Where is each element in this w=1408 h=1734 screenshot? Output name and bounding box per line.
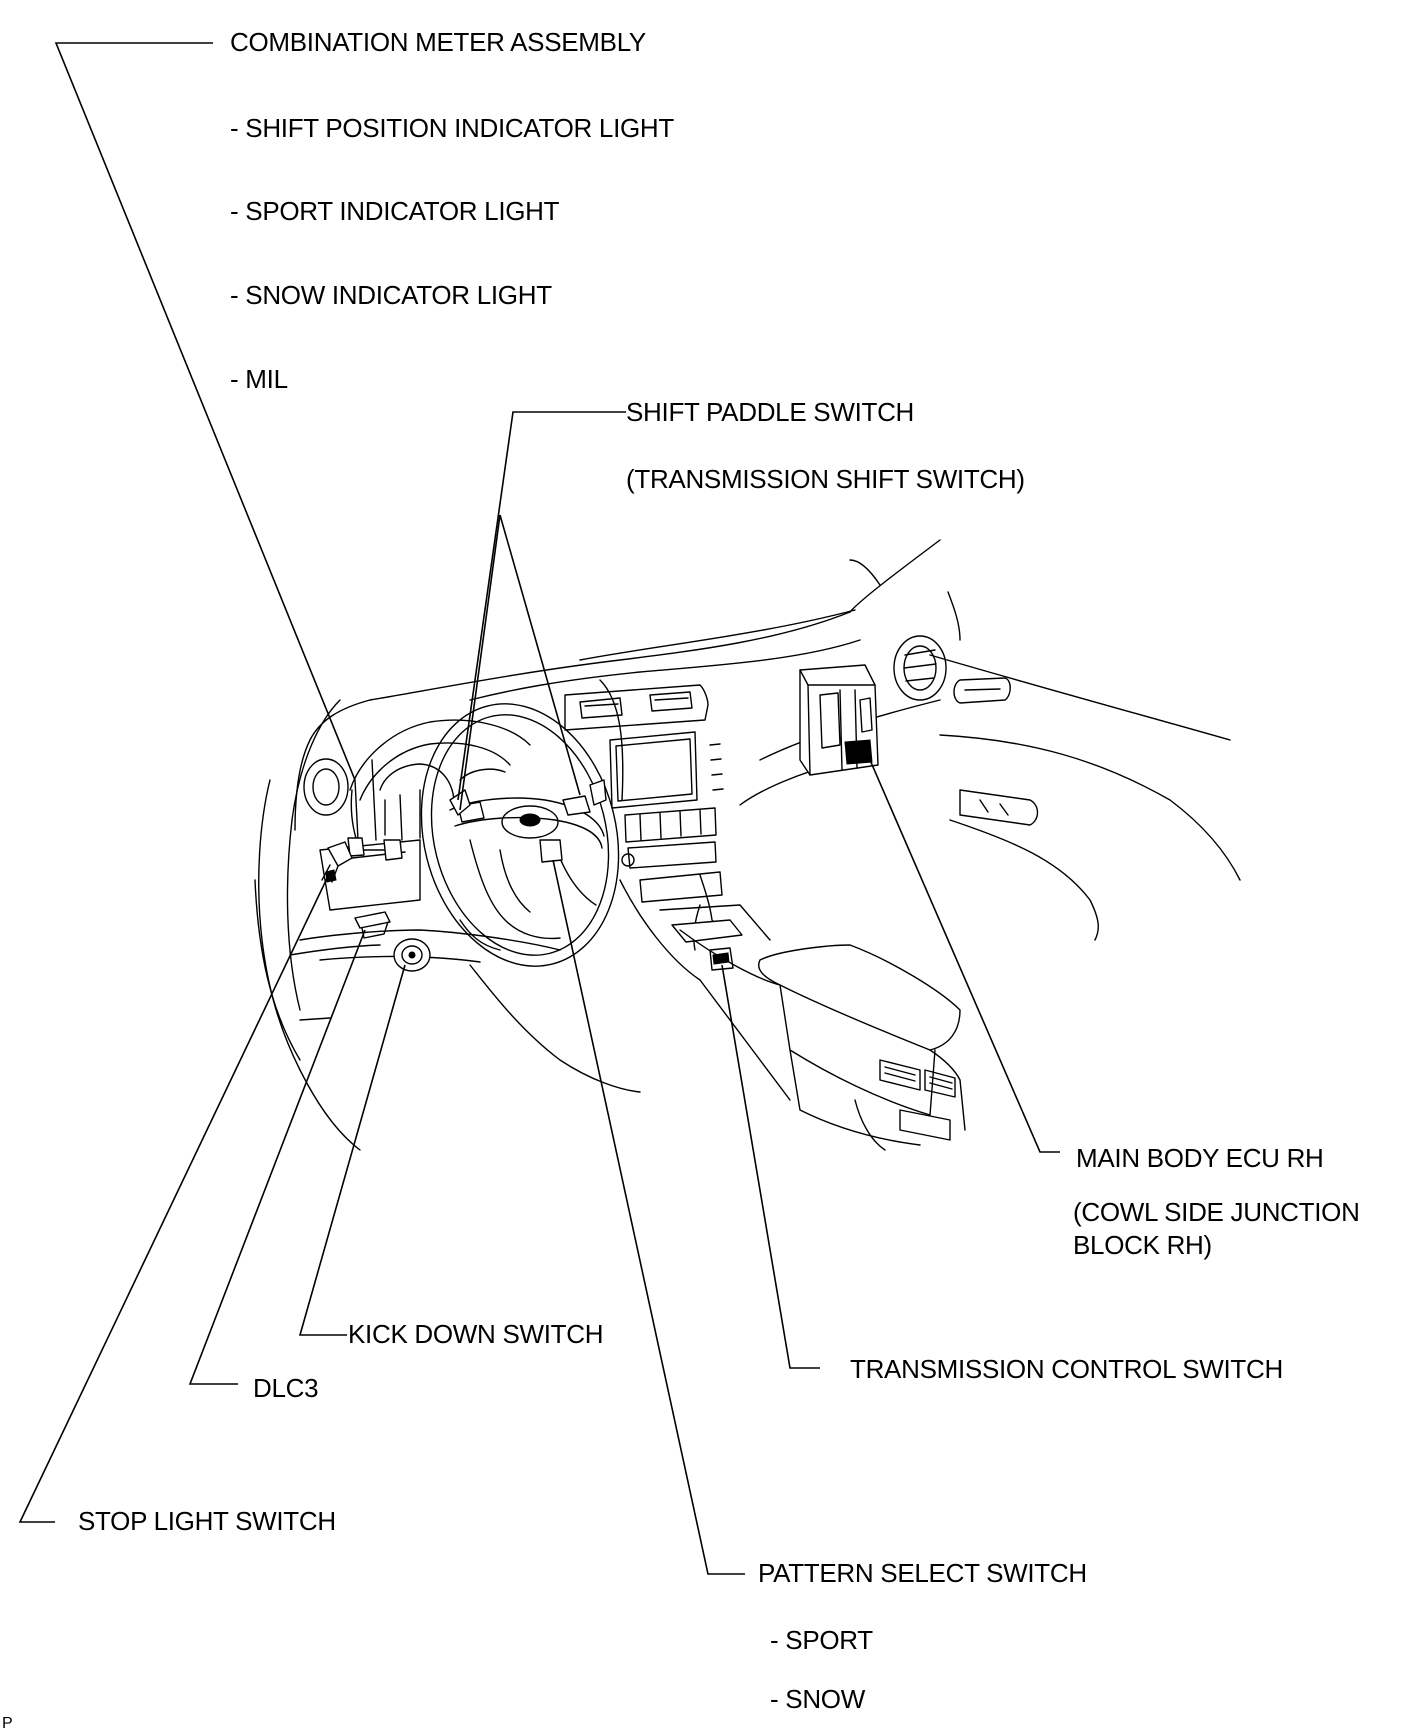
label-cowl-side-junction-line1: (COWL SIDE JUNCTION <box>1073 1197 1360 1227</box>
label-shift-position-indicator-light: - SHIFT POSITION INDICATOR LIGHT <box>230 113 674 143</box>
label-snow-indicator-light: - SNOW INDICATOR LIGHT <box>230 280 552 310</box>
label-transmission-shift-switch: (TRANSMISSION SHIFT SWITCH) <box>626 464 1025 494</box>
label-shift-paddle-switch: SHIFT PADDLE SWITCH <box>626 397 915 427</box>
label-kick-down-switch: KICK DOWN SWITCH <box>348 1319 604 1349</box>
label-combination-meter-assembly: COMBINATION METER ASSEMBLY <box>230 27 646 57</box>
label-sport-indicator-light: - SPORT INDICATOR LIGHT <box>230 196 560 226</box>
label-mil: - MIL <box>230 364 288 394</box>
label-snow: - SNOW <box>770 1684 865 1714</box>
label-stop-light-switch: STOP LIGHT SWITCH <box>78 1506 336 1536</box>
leader-lines <box>18 42 1060 1575</box>
label-main-body-ecu-rh: MAIN BODY ECU RH <box>1076 1143 1324 1173</box>
label-dlc3: DLC3 <box>253 1373 319 1403</box>
corner-mark: P <box>2 1715 13 1732</box>
dashboard-illustration <box>254 539 1241 1151</box>
label-cowl-side-junction-line2: BLOCK RH) <box>1073 1230 1212 1260</box>
label-pattern-select-switch: PATTERN SELECT SWITCH <box>758 1558 1087 1588</box>
label-transmission-control-switch: TRANSMISSION CONTROL SWITCH <box>850 1354 1283 1384</box>
label-sport: - SPORT <box>770 1625 873 1655</box>
